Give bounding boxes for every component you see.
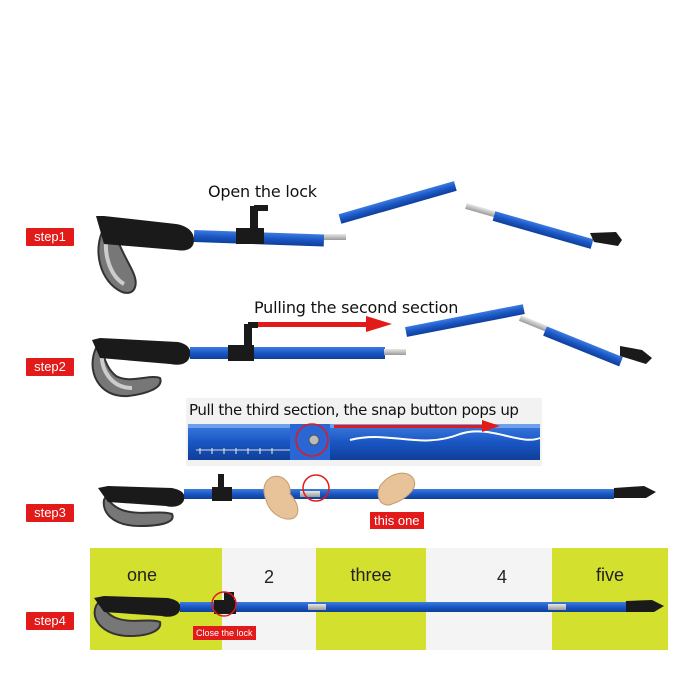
step1-badge: step1 [26,228,74,246]
segment-label-one: one [126,565,158,585]
pole-tip-icon [614,486,656,498]
lock-clamp-icon [214,600,236,614]
hand-icon [377,472,416,506]
red-circle-icon [295,423,329,457]
pole-step4 [93,591,664,638]
snap-button-icon [308,434,320,446]
hand-icon [263,475,299,520]
red-arrow-icon [258,316,392,332]
pole-shaft [180,602,630,612]
close-lock-tag: Close the lock [193,626,256,640]
pole-tip-icon [620,346,652,364]
segment-band-4 [426,548,552,650]
segment-label-three: three [350,565,392,585]
segment-band-five [552,548,668,650]
step1-caption: Open the lock [208,182,317,201]
grip-icon [94,596,181,617]
red-circle-icon [302,474,330,502]
segment-label-2: 2 [263,567,274,587]
pole-step2 [91,304,652,398]
lock-clamp-icon [228,345,254,361]
pole-shaft-3 [492,211,594,249]
pole-tip-icon [626,600,664,612]
step4-badge: step4 [26,612,74,630]
step3-badge: step3 [26,504,74,522]
pole-shaft-2 [405,304,525,337]
pole-shaft-3 [543,326,623,367]
pole-shaft-1 [190,347,385,359]
segment-band-three [316,548,426,650]
lock-clamp-icon [212,487,232,501]
wrist-strap-icon [102,493,174,528]
grip-icon [98,486,185,507]
red-arrow-icon [334,420,500,432]
step2-caption: Pulling the second section [254,298,459,317]
segment-label-4: 4 [496,567,507,587]
wrist-strap-icon [91,344,162,398]
pole-tip-icon [590,232,622,246]
zoom-detail [188,420,541,460]
pole-step1 [96,181,622,294]
pole-step3 [98,472,656,528]
step2-badge: step2 [26,358,74,376]
this-one-tag: this one [370,512,424,529]
grip-icon [92,338,191,365]
step3-caption: Pull the third section, the snap button … [189,401,519,419]
red-circle-icon [211,591,237,617]
grip-icon [96,216,194,251]
pole-shaft-2 [338,181,457,224]
lock-clamp-icon [236,228,264,244]
segment-label-five: five [595,565,624,585]
